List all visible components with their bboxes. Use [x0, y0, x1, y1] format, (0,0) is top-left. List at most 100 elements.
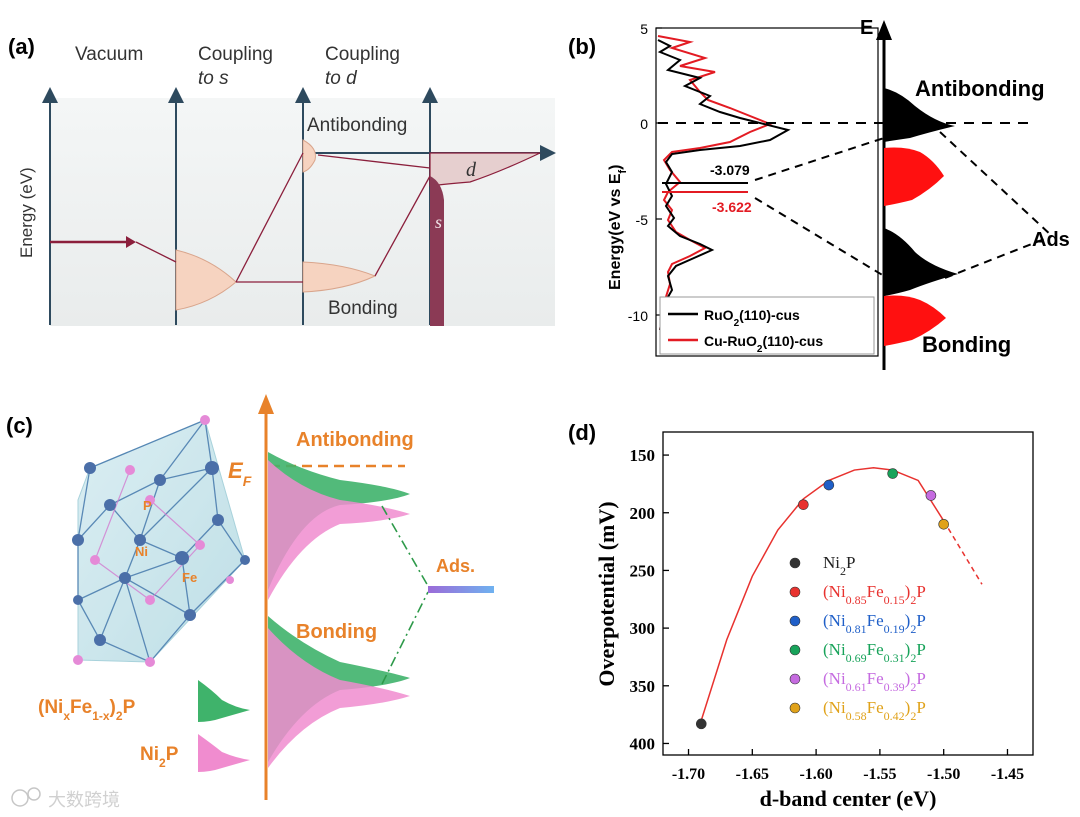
panel-a-connectors — [135, 152, 431, 283]
y-tick-label: 250 — [630, 561, 656, 580]
antibonding-band — [302, 139, 316, 173]
crystal-structure: P Ni Fe — [72, 415, 250, 667]
y-axis-label: Overpotential (mV) — [594, 501, 619, 686]
dos-ylabel: Energy(eV vs Ef) — [607, 165, 629, 291]
legend-entry-2: (Ni0.81Fe0.19)2P — [823, 611, 926, 636]
watermark-text: 大数跨境 — [48, 790, 120, 810]
dos-yticks — [656, 27, 662, 316]
atom-label-fe: Fe — [182, 570, 197, 585]
ni2p-label: Ni2P — [140, 744, 179, 770]
legend-entry-4: (Ni0.61Fe0.39)2P — [823, 669, 926, 694]
nife-p-peak — [198, 680, 250, 722]
panel-b-tag: (b) — [568, 34, 596, 59]
col-vacuum-label: Vacuum — [75, 44, 143, 65]
d-band-label: d — [466, 159, 477, 181]
bonding-peak-black — [884, 228, 958, 296]
data-points — [695, 468, 949, 730]
legend-marker-2 — [789, 615, 801, 627]
panel-b-ads-label: Ads — [1032, 229, 1070, 251]
dos-curve-ruo2 — [657, 39, 791, 331]
atom-label-p: P — [143, 498, 152, 513]
energy-axis-c-arrowhead — [258, 394, 274, 414]
panel-c-tag: (c) — [6, 413, 33, 438]
x-tick-label: -1.45 — [991, 766, 1024, 783]
legend-marker-0 — [789, 557, 801, 569]
y-tick-label: 350 — [630, 677, 656, 696]
energy-axis-b-arrowhead — [876, 20, 892, 40]
panel-c-antibonding-label: Antibonding — [296, 429, 414, 451]
energy-axis-b-label: E — [860, 17, 873, 39]
x-tick-label: -1.55 — [863, 766, 896, 783]
chart-legend: Ni2P (Ni0.85Fe0.15)2P (Ni0.81Fe0.19)2P (Ni0… — [789, 553, 926, 723]
bonding-band — [302, 261, 377, 293]
dband-value-ruo2: -3.079 — [710, 162, 750, 178]
data-point-1 — [798, 499, 809, 510]
dos-legend — [659, 296, 875, 355]
s-coupled-band — [175, 249, 237, 311]
col-coupling-d-line2: to d — [325, 68, 358, 89]
x-tick-label: -1.60 — [799, 766, 832, 783]
watermark: 大数跨境 — [11, 787, 120, 810]
panel-c-bonding-label: Bonding — [296, 621, 377, 643]
x-tick-label: -1.50 — [927, 766, 960, 783]
panel-d: (d) -1.70 -1.65 -1.60 -1.55 -1.50 -1.45 150 20… — [568, 420, 1034, 811]
data-point-2 — [823, 479, 835, 491]
x-tick-label: -1.65 — [736, 766, 769, 783]
dos-ytick-5: 5 — [640, 21, 648, 37]
ni2p-peak — [198, 734, 250, 772]
legend-marker-3 — [789, 644, 801, 656]
fermi-label-c: EF — [228, 458, 252, 489]
panel-b: (b) 5 0 -5 -10 Energy(eV vs Ef) -3.079 -… — [568, 17, 1070, 370]
legend-marker-5 — [789, 702, 801, 714]
dos-ytick-0: 0 — [640, 116, 648, 132]
y-tick-label: 150 — [630, 446, 656, 465]
legend-label-ruo2: RuO2(110)-cus — [704, 307, 800, 329]
legend-entry-5: (Ni0.58Fe0.42)2P — [823, 698, 926, 723]
ads-level-bar — [428, 586, 494, 593]
dband-value-cu-ruo2: -3.622 — [712, 199, 752, 215]
legend-label-cu-ruo2: Cu-RuO2(110)-cus — [704, 333, 823, 355]
watermark-logo-icon — [11, 789, 29, 807]
col-coupling-s-line1: Coupling — [198, 44, 273, 65]
panel-a: (a) Vacuum Coupling to s Coupling to d E… — [8, 34, 556, 326]
x-axis-label: d-band center (eV) — [760, 786, 937, 811]
s-band — [430, 176, 444, 326]
legend-entry-3: (Ni0.69Fe0.31)2P — [823, 640, 926, 665]
data-point-4 — [925, 490, 937, 501]
ads-connectors-b — [754, 131, 1053, 279]
nife-p-label: (NixFe1-x)2P — [38, 697, 136, 723]
x-tick-label: -1.70 — [672, 766, 705, 783]
fit-curve-extrapolation — [943, 520, 983, 585]
antibonding-peak-red — [884, 147, 944, 206]
vacuum-level-arrowhead — [126, 236, 136, 248]
y-tick-label: 200 — [630, 504, 656, 523]
atom-label-ni: Ni — [135, 544, 148, 559]
panel-b-bonding-label: Bonding — [922, 332, 1011, 357]
legend-marker-1 — [789, 586, 801, 598]
col-coupling-d-line1: Coupling — [325, 44, 400, 65]
bonding-pink — [268, 628, 410, 768]
legend-marker-4 — [789, 673, 801, 685]
data-point-3 — [887, 468, 898, 479]
ads-label-c: Ads. — [436, 556, 475, 576]
legend-entry-0: Ni2P — [823, 553, 855, 578]
legend-entry-1: (Ni0.85Fe0.15)2P — [823, 582, 926, 607]
panel-b-antibonding-label: Antibonding — [915, 76, 1045, 101]
data-point-5 — [938, 518, 949, 530]
y-tick-label: 400 — [630, 734, 656, 753]
chart-frame — [662, 431, 1034, 756]
s-band-label: s — [435, 212, 442, 232]
panel-a-tag: (a) — [8, 34, 35, 59]
x-ticks: -1.70 -1.65 -1.60 -1.55 -1.50 -1.45 — [672, 749, 1024, 783]
ads-connectors-c — [381, 505, 429, 685]
antibonding-pink — [268, 460, 410, 600]
y-tick-label: 300 — [630, 619, 656, 638]
dos-ytick-m10: -10 — [628, 308, 648, 324]
col-coupling-s-line2: to s — [198, 68, 229, 89]
panel-d-tag: (d) — [568, 420, 596, 445]
y-ticks: 150 200 250 300 350 400 — [630, 446, 669, 753]
panel-a-ylabel: Energy (eV) — [17, 167, 36, 258]
panel-a-bonding-label: Bonding — [328, 298, 398, 319]
